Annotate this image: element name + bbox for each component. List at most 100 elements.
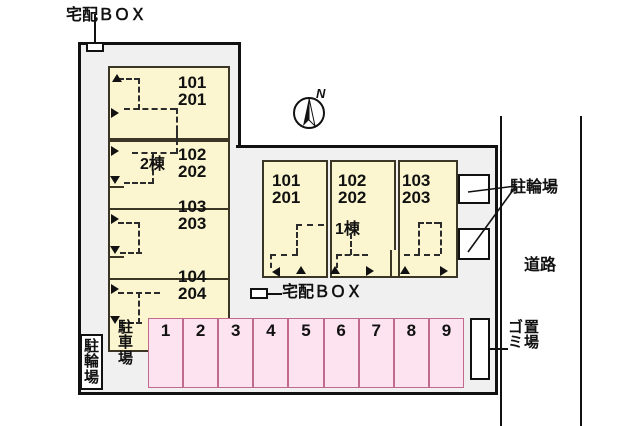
parking-stall: 3 [218, 318, 254, 388]
building2-unit-1-dir-arrow [111, 108, 119, 118]
building1-unit-2-floor1: 102 [338, 171, 367, 190]
parking-stall-number: 9 [441, 321, 452, 340]
garbage-area-char-3: 置 [524, 319, 540, 336]
building2-unit-2-label: 102 202 [178, 146, 206, 180]
building1-unit-3-floor1: 103 [402, 171, 431, 190]
compass-north-label: N [316, 86, 326, 101]
building1-unit-2-floor2: 202 [338, 188, 367, 207]
building2-unit-1-floor2: 201 [178, 90, 207, 109]
garbage-area-char-2: ミ [508, 334, 524, 352]
building1-unit-1-dash-v1 [296, 224, 298, 254]
road-label: 道路 [524, 257, 557, 274]
building1-unit-1-label: 101 201 [272, 172, 300, 206]
car-parking-label: 駐 車 場 [118, 320, 133, 366]
building2-unit-1-label: 101 201 [178, 74, 206, 108]
building1-unit-2-dash-v1 [350, 225, 352, 255]
bicycle-parking-right-label: 駐輪場 [510, 179, 559, 196]
building1-name-label: 1棟 [335, 221, 360, 238]
parking-stall-number: 8 [406, 321, 417, 340]
building2-unit-4-dash-v1 [138, 292, 140, 324]
building2-unit-4-dir-arrow [111, 284, 119, 294]
delivery-box-top-label: 宅配ＢＯＸ [66, 7, 147, 24]
building1-unit-1 [262, 160, 328, 278]
garbage-area-label-col2: 置 場 [524, 320, 539, 351]
parking-stall-row: 1 2 3 4 5 6 7 8 9 [148, 318, 464, 388]
car-parking-char-3: 場 [118, 349, 134, 367]
building1-unit-1-floor2: 201 [272, 188, 301, 207]
bicycle-parking-left-label: 駐 輪 場 [80, 334, 104, 390]
building1-unit-3 [398, 160, 458, 278]
building2-unit-3-dash-v1 [138, 222, 140, 254]
building1-unit-1-entry-arrow [272, 267, 280, 277]
building2-unit-3-floor2: 203 [178, 214, 207, 233]
building2-unit-1-dash-v1 [138, 78, 140, 110]
parking-stall: 9 [428, 318, 464, 388]
building1-unit-2-dash-v2 [336, 254, 338, 268]
building1-unit-3-entry-arrow [400, 266, 410, 274]
building2-unit-2-dir-arrow [111, 146, 119, 156]
building1-unit-2-label: 102 202 [338, 172, 366, 206]
bicycle-parking-box-1 [458, 174, 490, 204]
parking-stall: 5 [288, 318, 324, 388]
building2-unit-2-floor1: 102 [178, 145, 207, 164]
lot-edge-right-upper [238, 42, 241, 148]
building2-unit-1-entry-arrow [112, 74, 122, 82]
parking-stall: 2 [183, 318, 219, 388]
building1-unit-1-dash-h1 [296, 224, 324, 226]
building1-unit-2-dash-h2 [336, 254, 368, 256]
lot-edge-right-lower [495, 145, 498, 395]
parking-stall: 4 [253, 318, 289, 388]
building2-unit-4-floor1: 104 [178, 267, 207, 286]
parking-stall: 1 [148, 318, 184, 388]
building1-unit-3-floor2: 203 [402, 188, 431, 207]
building1-unit-3-dash-v2 [440, 222, 442, 254]
garbage-area-label: ゴ ミ 置 場 [508, 320, 539, 351]
building2-unit-4-label: 104 204 [178, 268, 206, 302]
bicycle-parking-left-char-3: 場 [84, 368, 100, 386]
building1-unit-1-floor1: 101 [272, 171, 301, 190]
parking-stall: 8 [393, 318, 429, 388]
road-edge-right [580, 116, 582, 426]
building2-unit-2-dash-v0 [176, 130, 178, 154]
parking-stall-number: 1 [160, 321, 171, 340]
parking-stall-number: 4 [266, 321, 276, 340]
building1-unit-3-dash-v1 [418, 222, 420, 254]
delivery-box-top-leader [94, 14, 96, 44]
building2-unit-2-dash-h1 [132, 152, 176, 154]
parking-stall-number: 6 [336, 321, 346, 340]
building2-name-label: 2棟 [140, 156, 165, 173]
building2-unit-1-dash-h2 [124, 108, 176, 110]
building1-unit-1-dir-arrow [296, 266, 306, 274]
compass-rose-icon: N [292, 86, 326, 130]
delivery-box-bottom-leader [268, 293, 282, 295]
parking-stall: 7 [358, 318, 394, 388]
garbage-area-char-4: 場 [524, 334, 540, 352]
parking-stall-number: 2 [195, 321, 206, 340]
building2-unit-3-floor1: 103 [178, 197, 207, 216]
building2-unit-3-dash-h2 [120, 252, 142, 254]
building2-unit-1-dash-v2 [176, 108, 178, 140]
parking-stall-number: 5 [301, 321, 311, 340]
building2-unit-2-entry-arrow [110, 176, 120, 184]
building2-unit-3-dash-h1 [118, 222, 140, 224]
building2-unit-2-floor2: 202 [178, 162, 207, 181]
building1-unit-2-entry-arrow [330, 266, 340, 274]
building2-unit-2-dash-h2 [124, 182, 154, 184]
building2-unit-3 [108, 208, 230, 282]
building1-unit-2 [330, 160, 396, 278]
building1-unit-2-dir-arrow [366, 266, 374, 276]
parking-stall-number: 3 [231, 321, 241, 340]
building2-unit-4-dash-h2 [120, 322, 142, 324]
parking-stall-number: 7 [371, 321, 381, 340]
delivery-box-top-icon [86, 42, 104, 52]
building2-unit-2-dash-v1 [152, 152, 154, 184]
building1-unit-1-dash-h2 [270, 254, 298, 256]
building2-unit-3-entry-arrow [110, 246, 120, 254]
parking-stall: 6 [323, 318, 359, 388]
lot-edge-notch [238, 145, 498, 148]
building1-unit-3-dash-h2 [404, 254, 440, 256]
bicycle-parking-left-char-2: 輪 [84, 353, 100, 371]
building2-unit-4-dash-h1 [118, 292, 160, 294]
building1-unit-3-dash-h1 [418, 222, 440, 224]
